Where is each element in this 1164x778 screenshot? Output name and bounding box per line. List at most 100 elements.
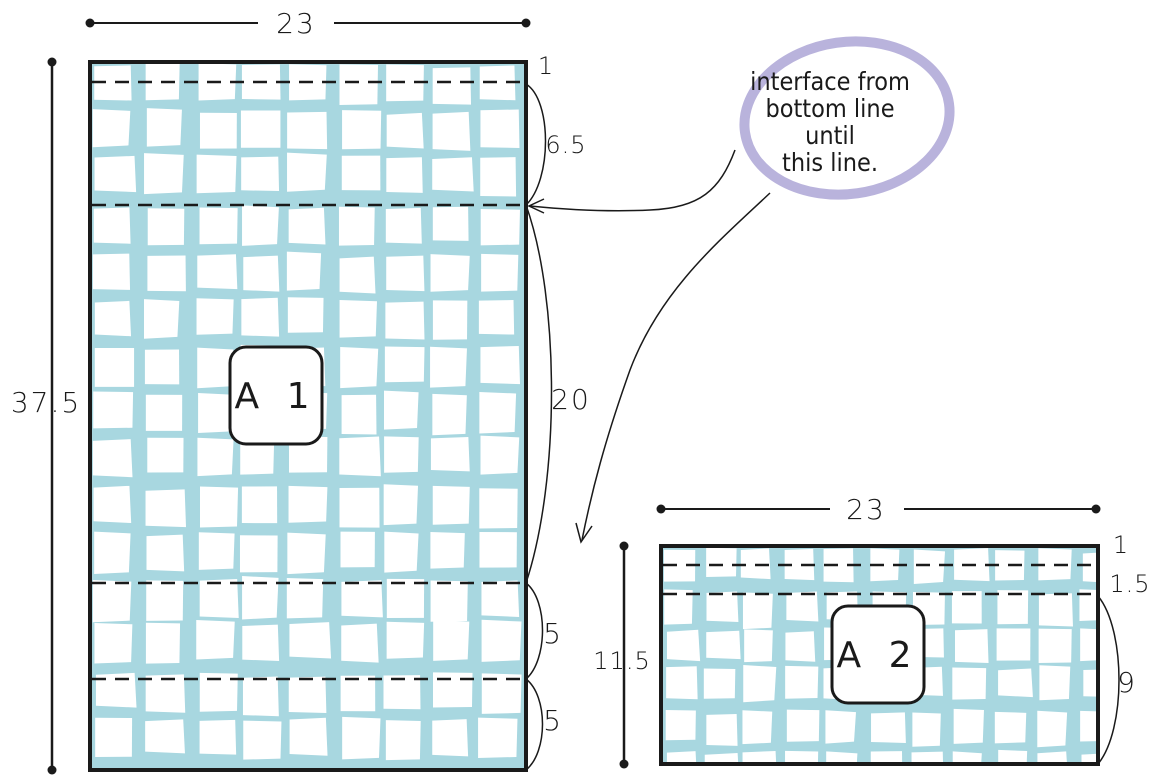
plaid-cell [432,485,470,525]
plaid-cell [196,298,234,335]
a1-seg-top-label: 1 [538,52,554,80]
a1-width-dim-dot-left [85,18,95,28]
plaid-cell [870,548,900,582]
plaid-cell [744,629,773,663]
plaid-cell [95,672,137,708]
plaid-cell [870,751,903,764]
plaid-cell [339,487,380,528]
plaid-cell [479,531,517,568]
plaid-cell [385,207,422,244]
piece-a2: A 2 23 11.5 1 1.5 9 [593,493,1150,769]
plaid-cell [197,437,234,477]
a1-label-box [228,345,324,446]
a1-brace-lower-2 [525,678,544,771]
plaid-cell [93,391,134,429]
plaid-cell [430,346,467,388]
plaid-cell [289,436,328,473]
plaid-cell [92,109,131,148]
plaid-cell [289,717,328,756]
note-arrow-to-a1-head [527,198,545,214]
plaid-cell [430,580,468,622]
plaid-cell [143,299,180,339]
plaid-cell [706,630,741,660]
plaid-cell [242,205,279,246]
plaid-cell [339,300,377,338]
plaid-cell [339,436,381,477]
plaid-cell [432,393,467,436]
plaid-cell [433,620,470,661]
a1-seg-lower-1-label: 5 [543,617,563,650]
note-line-1: interface from [750,67,910,96]
a1-seg-middle-label: 20 [551,383,591,416]
a1-seg-interface-label: 6.5 [545,131,586,159]
plaid-cell [386,157,423,193]
plaid-cell [384,531,419,573]
plaid-cell [998,749,1028,764]
plaid-cell [144,153,184,195]
plaid-cell [664,589,693,625]
plaid-cell [785,631,816,662]
plaid-cell [239,535,278,573]
plaid-cell [147,255,186,292]
plaid-cell [703,668,736,699]
plaid-cell [94,347,135,387]
plaid-cell [196,154,237,194]
note-line-4: this line. [782,148,878,177]
plaid-cell [341,155,381,191]
a1-width-dim-dot-right [521,18,531,28]
plaid-cell [243,255,280,292]
plaid-cell [480,345,521,385]
plaid-cell [481,619,522,662]
plaid-cell [1082,552,1098,583]
plaid-cell [666,629,701,662]
plaid-cell [743,665,777,703]
plaid-cell [289,622,332,659]
plaid-cell [286,578,324,619]
plaid-cell [386,255,425,292]
plaid-cell [288,485,328,523]
plaid-cell [785,750,819,764]
plaid-cell [911,751,944,764]
plaid-cell [1038,628,1072,664]
plaid-cell [240,110,281,148]
a2-height-dim-dot-bottom [619,759,629,769]
plaid-cell [481,673,522,714]
plaid-cell [430,436,470,472]
plaid-cell [742,750,777,764]
plaid-cell [384,436,419,473]
interface-note: interface from bottom line until this li… [527,36,955,544]
a1-height-label: 37.5 [11,386,81,419]
plaid-cell [1079,589,1098,622]
plaid-cell [666,751,697,764]
note-line-2: bottom line [765,94,894,123]
plaid-cell [93,207,131,244]
plaid-cell [1037,710,1068,748]
a2-height-dim-dot-top [619,541,629,551]
plaid-cell [94,300,132,337]
plaid-cell [912,712,941,747]
plaid-cell [913,549,946,584]
plaid-cell [341,623,379,663]
a1-width-label: 23 [276,7,316,40]
plaid-cell [288,676,327,713]
plaid-cell [383,390,419,430]
plaid-cell [197,254,238,290]
piece-a1: A 1 23 37.5 1 6.5 20 5 5 [11,7,591,775]
plaid-cell [479,488,518,529]
plaid-cell [478,300,515,335]
plaid-cell [241,297,280,337]
plaid-cell [1080,628,1098,662]
plaid-cell [144,349,180,385]
plaid-cell [478,717,518,759]
a2-seg-top-label: 1 [1113,531,1129,559]
plaid-cell [242,676,279,717]
plaid-cell [952,667,987,700]
piece-a2-plaid [663,547,1098,764]
a2-width-label: 23 [846,493,886,526]
plaid-cell [952,751,982,764]
plaid-cell [200,486,239,528]
plaid-cell [146,580,184,621]
plaid-cell [704,753,739,764]
plaid-cell [145,394,183,431]
